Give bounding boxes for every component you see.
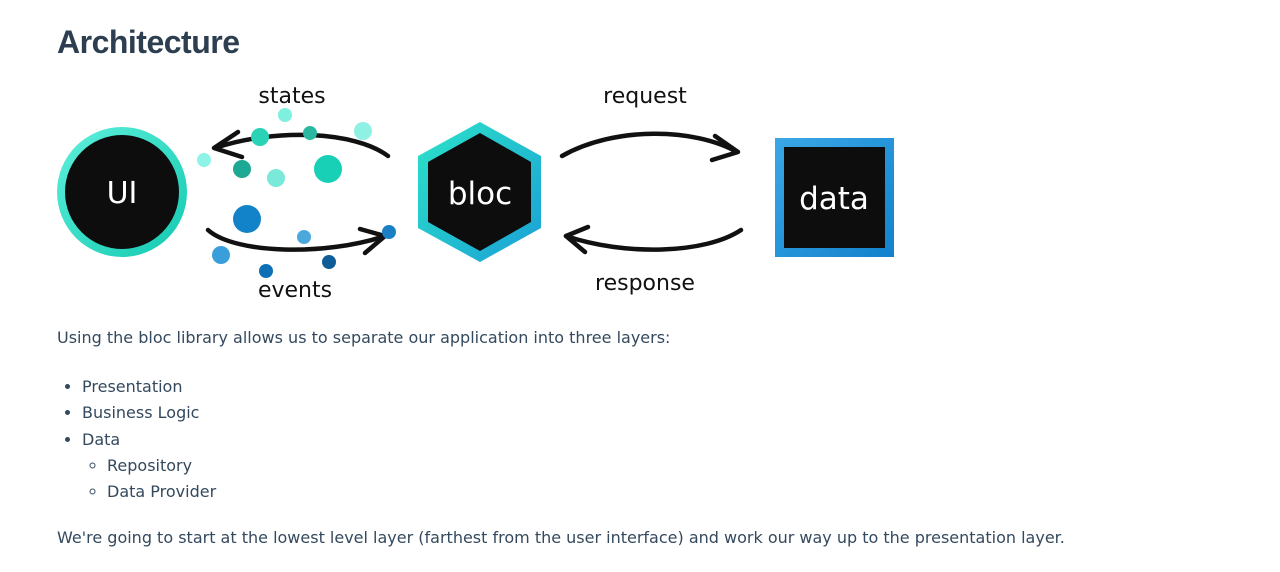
- events-label: events: [258, 278, 332, 303]
- state-event-dots: [197, 108, 396, 278]
- page-title: Architecture: [57, 24, 240, 60]
- request-arrow: [559, 131, 741, 163]
- list-item: Presentation: [82, 374, 216, 400]
- list-item-label: Data: [82, 429, 121, 449]
- states-label: states: [258, 84, 325, 109]
- data-sublayers-list: Repository Data Provider: [82, 453, 216, 506]
- list-item: Data Provider: [107, 479, 216, 505]
- list-item: Business Logic: [82, 400, 216, 426]
- events-arrow: [205, 226, 388, 256]
- list-item-data: Data Repository Data Provider: [82, 427, 216, 506]
- ui-label: UI: [107, 176, 138, 211]
- response-label: response: [595, 271, 695, 296]
- architecture-diagram: UI states: [55, 76, 905, 306]
- layers-list: Presentation Business Logic Data Reposit…: [57, 374, 216, 505]
- bloc-label: bloc: [448, 176, 512, 212]
- bloc-node: bloc: [418, 122, 541, 262]
- data-label: data: [799, 181, 869, 217]
- intro-paragraph: Using the bloc library allows us to sepa…: [57, 328, 671, 347]
- response-arrow: [563, 224, 744, 255]
- outro-paragraph: We're going to start at the lowest level…: [57, 528, 1065, 547]
- list-item: Repository: [107, 453, 216, 479]
- data-node: data: [775, 138, 894, 257]
- ui-node: UI: [57, 127, 187, 257]
- request-label: request: [603, 84, 687, 109]
